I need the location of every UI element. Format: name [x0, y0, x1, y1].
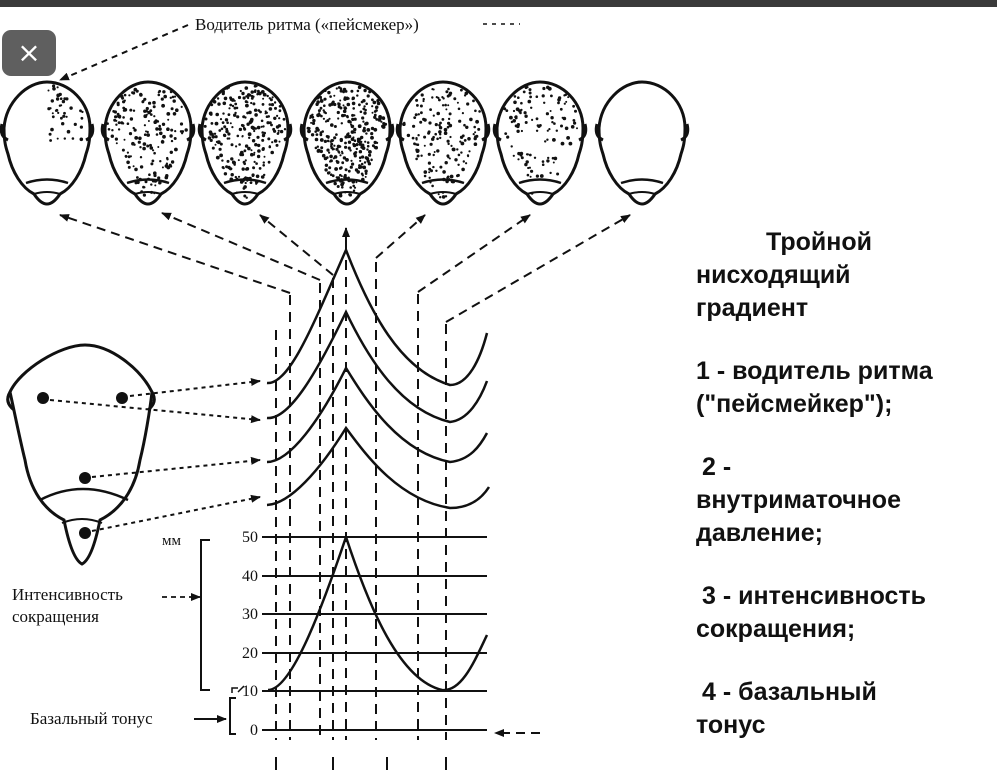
legend-item-2: 2 -: [702, 453, 732, 481]
uterus-sensors-diagram: [6, 343, 156, 566]
pacemaker-arrow: [59, 24, 189, 81]
uterus-figure: [594, 80, 690, 206]
legend-title: градиент: [696, 294, 809, 322]
legend-item-2: внутриматочное: [696, 486, 901, 514]
sensor-dot: [79, 472, 91, 484]
sensor-dot: [37, 392, 49, 404]
legend-title: Тройной: [766, 228, 872, 256]
intensity-curve: [267, 533, 489, 692]
legend-item-4: 4 - базальный: [702, 678, 877, 706]
uterus-figure: [299, 80, 395, 206]
sensor-arrows: [49, 378, 261, 532]
uterus-figure: [492, 80, 588, 206]
scale-tick: 20: [242, 645, 258, 662]
uterus-figure: [100, 80, 196, 206]
legend-item-3: 3 - интенсивность: [702, 582, 927, 610]
legend-item-1: ("пейсмейкер");: [696, 390, 893, 418]
intensity-scale: мм 50 40 30 20 10 0: [162, 529, 489, 739]
legend-panel: Тройной нисходящий градиент 1 - водитель…: [696, 226, 991, 742]
close-icon: ×: [17, 36, 41, 69]
scale-tick: 40: [242, 568, 258, 585]
pacemaker-label: Водитель ритма («пейсмекер»): [195, 15, 419, 34]
intensity-label: Интенсивность: [12, 585, 123, 604]
uterus-figure: [197, 80, 293, 206]
legend-item-2: давление;: [696, 519, 823, 547]
sensor-dot: [116, 392, 128, 404]
intensity-label: сокращения: [12, 607, 99, 626]
scale-tick: 30: [242, 606, 258, 623]
contraction-waves: [266, 246, 491, 510]
legend-title: нисходящий: [696, 261, 851, 289]
guide-arrows: [59, 212, 631, 323]
legend-item-4: тонус: [696, 711, 766, 739]
scale-tick: 10: [242, 683, 258, 700]
uterus-figure: [395, 80, 491, 206]
sensor-dot: [79, 527, 91, 539]
mm-label: мм: [162, 533, 181, 549]
close-button[interactable]: ×: [2, 30, 56, 76]
scale-tick: 0: [250, 722, 258, 739]
legend-item-1: 1 - водитель ритма: [696, 357, 933, 385]
legend-item-3: сокращения;: [696, 615, 856, 643]
uterus-figure: [0, 80, 95, 206]
scale-tick: 50: [242, 529, 258, 546]
window-top-bar: [0, 0, 997, 7]
uterus-sequence: [0, 80, 690, 206]
basal-tone-label: Базальный тонус: [30, 709, 153, 728]
